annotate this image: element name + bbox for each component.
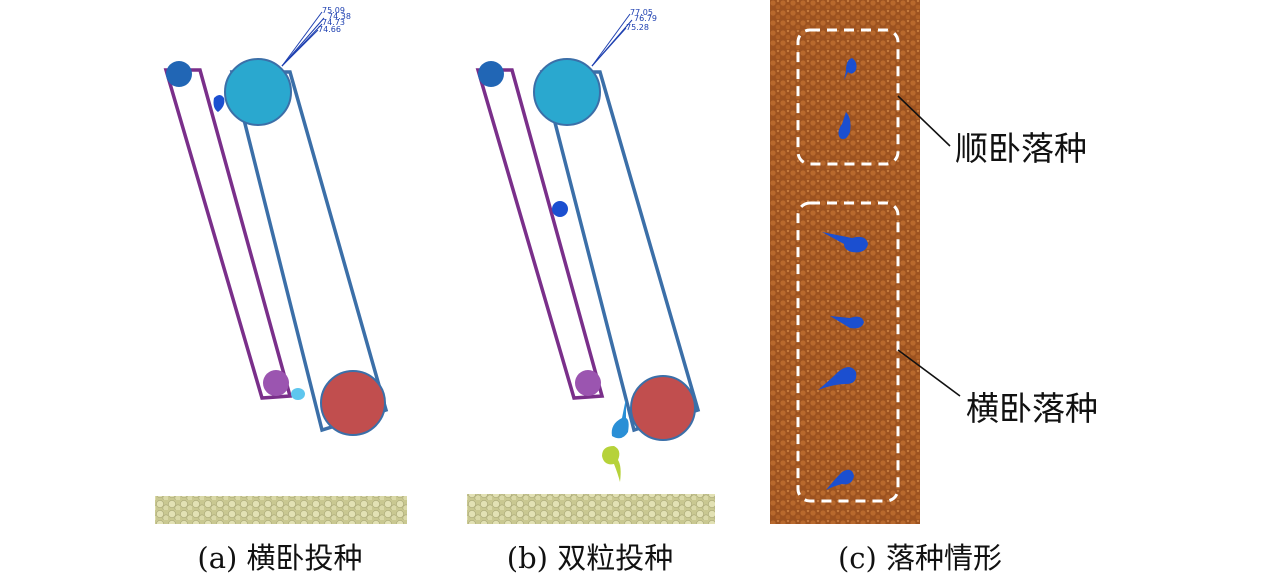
- label-hengwo: 横卧落种: [966, 389, 1098, 428]
- readout-b-2: 76.79: [634, 14, 657, 23]
- small-top-wheel-a: [166, 61, 192, 87]
- seed-a-top: [213, 95, 225, 112]
- readout-leaders-a: [281, 11, 325, 67]
- seed-b-mid: [552, 201, 568, 217]
- seed-c-6: [826, 469, 854, 490]
- small-bottom-wheel-a: [263, 370, 289, 396]
- seed-c-2: [838, 112, 851, 140]
- leader-shunwo: [897, 95, 951, 147]
- seed-b-falling-1: [611, 398, 629, 439]
- small-top-wheel-b: [478, 61, 504, 87]
- seed-c-4: [830, 316, 864, 329]
- readout-b-3: 75.28: [626, 23, 649, 32]
- lower-wheel-a: [320, 370, 386, 436]
- leader-hengwo: [897, 349, 961, 397]
- caption-a: (a) 横卧投种: [197, 541, 362, 575]
- ground-strip-a: [155, 496, 407, 524]
- readout-a-2: 74.38: [328, 12, 351, 21]
- panel-b: 77.05 76.79 75.28 (b) 双粒投种: [467, 8, 715, 575]
- seed-b-falling-2: [602, 446, 621, 482]
- seed-a-bottom: [291, 388, 305, 400]
- seed-c-3: [822, 232, 868, 253]
- drive-wheel-a: [224, 58, 292, 126]
- soil-strip: [770, 0, 920, 524]
- small-bottom-wheel-b: [575, 370, 601, 396]
- readout-leaders-b: [591, 13, 633, 67]
- group-box-hengwo: [796, 201, 900, 503]
- lower-wheel-b: [630, 375, 696, 441]
- group-box-shunwo: [796, 28, 900, 166]
- seed-c-5: [818, 367, 857, 390]
- drive-wheel-b: [533, 58, 601, 126]
- caption-b: (b) 双粒投种: [507, 541, 673, 575]
- caption-c: (c) 落种情形: [838, 541, 1002, 575]
- ground-strip-b: [467, 494, 715, 524]
- seed-c-1: [844, 58, 857, 80]
- panel-a: 75.09 74.38 74.73 74.66 (a) 横卧投种: [155, 6, 407, 575]
- readout-a-3: 74.73: [322, 18, 345, 27]
- readout-b-1: 77.05: [630, 8, 653, 17]
- panel-c: 顺卧落种 横卧落种 (c) 落种情形: [770, 0, 1098, 575]
- readout-a-1: 75.09: [322, 6, 345, 15]
- readout-a-4: 74.66: [318, 25, 341, 34]
- label-shunwo: 顺卧落种: [955, 129, 1087, 168]
